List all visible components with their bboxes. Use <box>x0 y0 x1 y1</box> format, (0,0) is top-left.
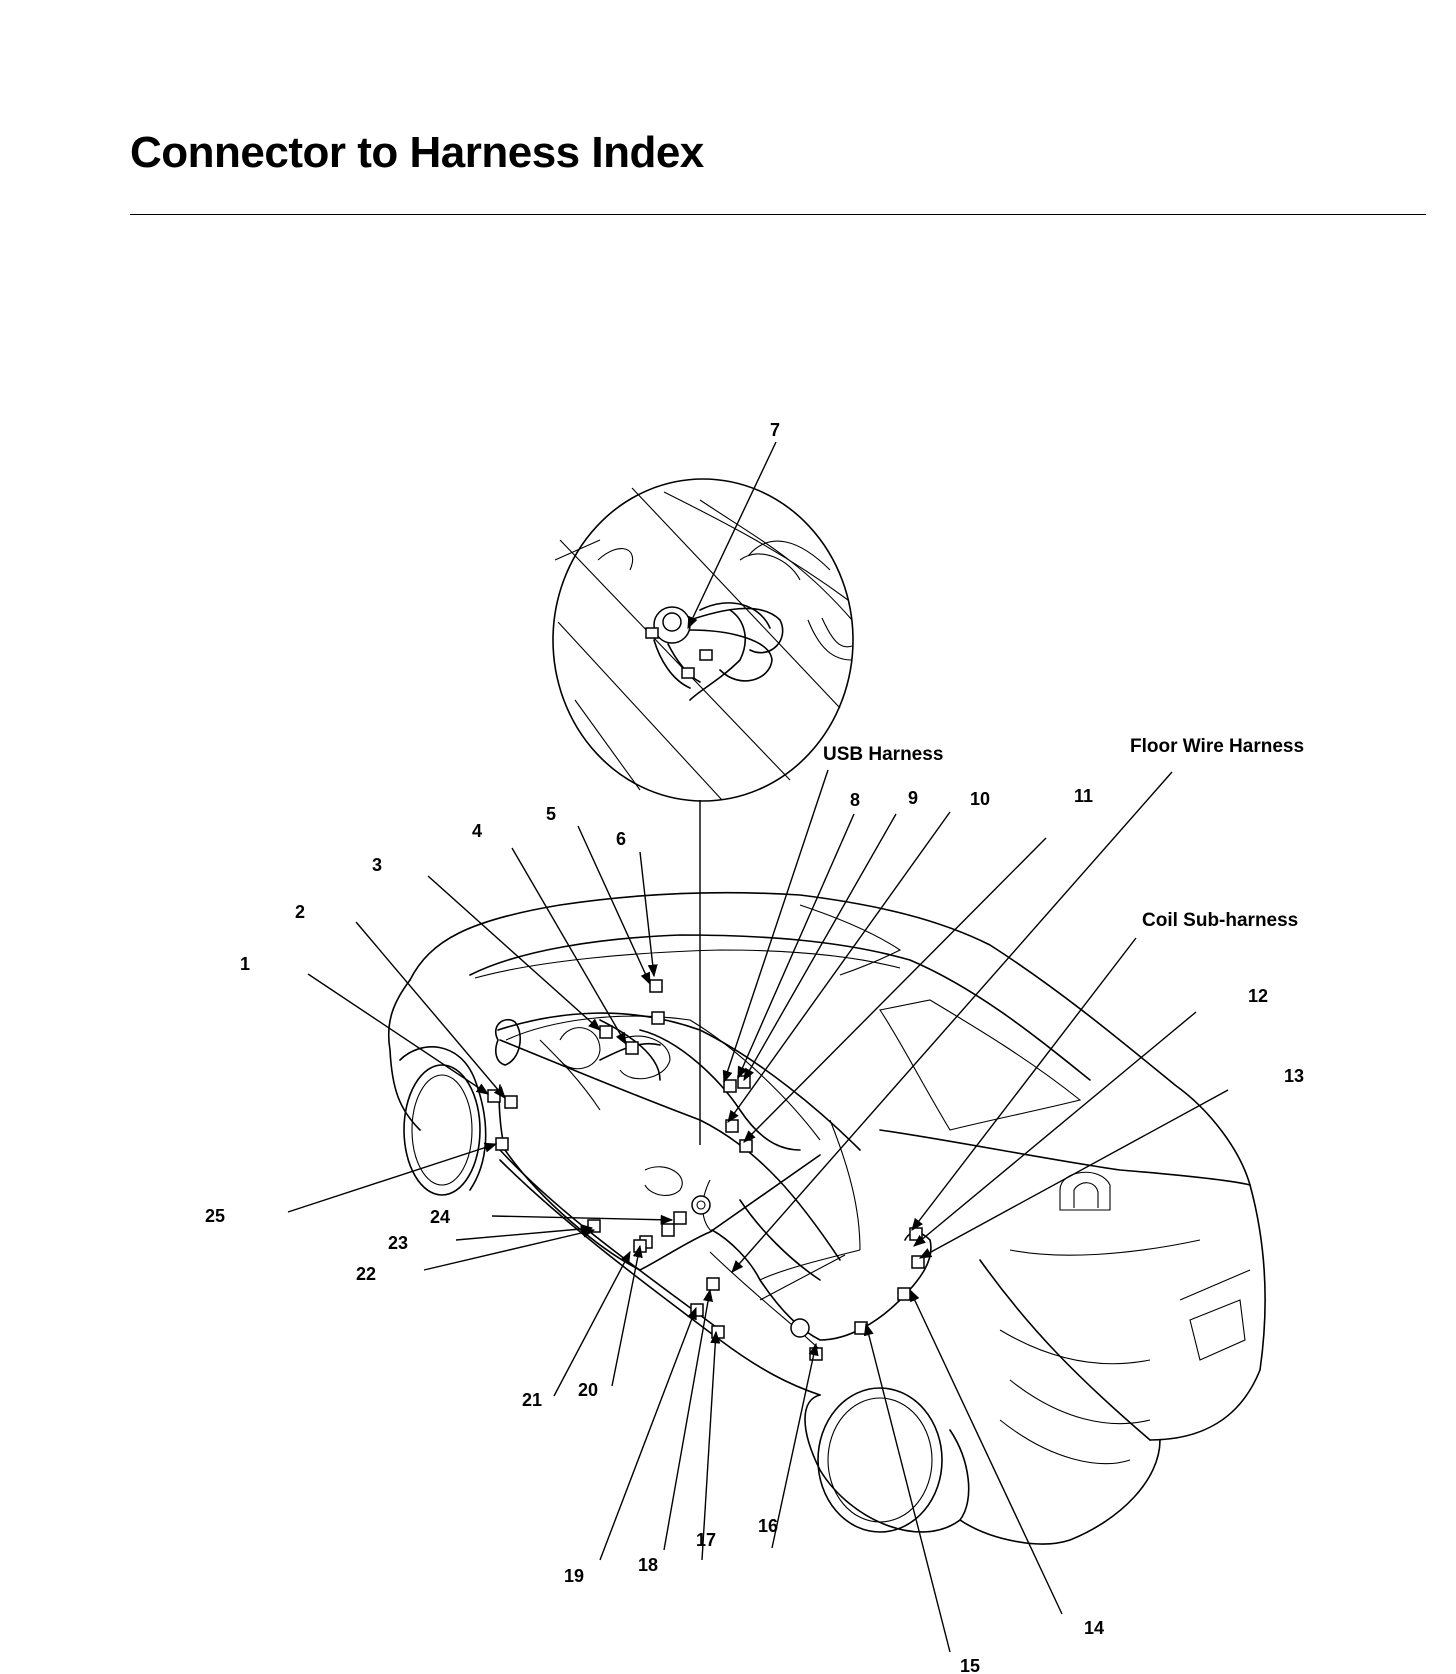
callout-6: 6 <box>616 829 626 849</box>
callout-25: 25 <box>205 1206 225 1226</box>
connectors <box>487 979 925 1361</box>
callout-1: 1 <box>240 954 250 974</box>
callout-23: 23 <box>388 1233 408 1253</box>
callout-18: 18 <box>638 1555 658 1575</box>
callout-21: 21 <box>522 1390 542 1410</box>
wiring-routes <box>498 1019 932 1351</box>
callout-20: 20 <box>578 1380 598 1400</box>
callout-17: 17 <box>696 1530 716 1550</box>
coil-sub-harness-label: Coil Sub-harness <box>1142 910 1298 931</box>
callout-15: 15 <box>960 1656 980 1674</box>
detail-zoom-circle <box>552 478 854 802</box>
callout-19: 19 <box>564 1566 584 1586</box>
callout-10: 10 <box>970 789 990 809</box>
page-title: Connector to Harness Index <box>130 128 704 177</box>
floor-wire-harness-label: Floor Wire Harness <box>1130 736 1304 757</box>
usb-harness-label: USB Harness <box>823 744 943 765</box>
callout-5: 5 <box>546 804 556 824</box>
callout-numbers: 1 2 3 4 5 6 7 8 9 10 11 12 13 14 15 16 1… <box>205 420 1304 1674</box>
callout-22: 22 <box>356 1264 376 1284</box>
title-divider <box>130 214 1426 215</box>
connector-7-body <box>645 602 784 701</box>
callout-24: 24 <box>430 1207 450 1227</box>
callout-12: 12 <box>1248 986 1268 1006</box>
callout-8: 8 <box>850 790 860 810</box>
callout-4: 4 <box>472 821 482 841</box>
car-outline <box>387 891 1267 1545</box>
callout-2: 2 <box>295 902 305 922</box>
callout-13: 13 <box>1284 1066 1304 1086</box>
callout-3: 3 <box>372 855 382 875</box>
callout-14: 14 <box>1084 1618 1104 1638</box>
callout-11: 11 <box>1074 786 1093 806</box>
callout-9: 9 <box>908 788 918 808</box>
callout-16: 16 <box>758 1516 778 1536</box>
callout-7: 7 <box>770 420 780 440</box>
leader-lines <box>287 441 1229 1653</box>
